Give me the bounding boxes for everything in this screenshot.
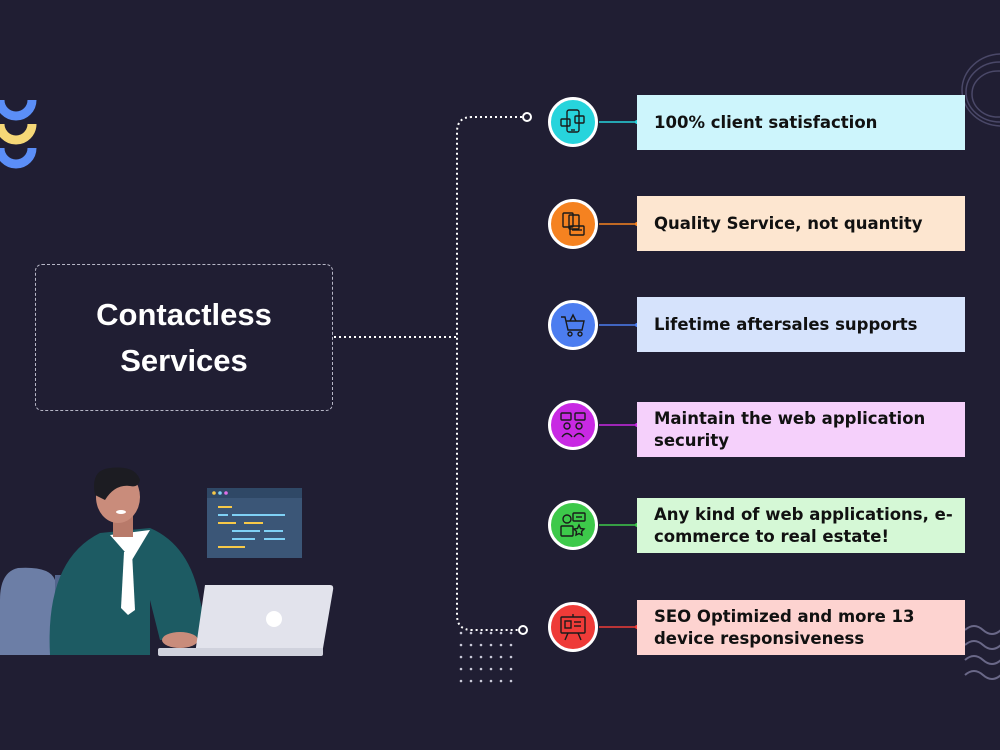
item-card: Maintain the web application security <box>637 402 965 457</box>
connector-end-dot <box>518 625 528 635</box>
item-label: Lifetime aftersales supports <box>654 314 918 334</box>
developer-illustration <box>0 467 334 656</box>
mobile-devices-icon <box>560 109 585 133</box>
swirl-decoration-icon <box>961 53 1000 127</box>
item-icon-circle <box>548 199 598 249</box>
presentation-board-icon <box>560 614 586 641</box>
item-label: 100% client satisfaction <box>654 112 878 132</box>
item-label: Any kind of web applications, e-commerce… <box>654 504 953 546</box>
item-connectors <box>599 120 639 629</box>
item-icon-circle <box>548 400 598 450</box>
central-topic-box: Contactless Services <box>35 264 333 411</box>
item-icon-circle <box>548 500 598 550</box>
shopping-cart-icon <box>561 313 585 337</box>
feedback-rating-icon <box>560 512 586 537</box>
item-icon-circle <box>548 300 598 350</box>
item-card: Any kind of web applications, e-commerce… <box>637 498 965 553</box>
item-label: SEO Optimized and more 13 device respons… <box>654 606 915 648</box>
dot-grid-decoration <box>459 631 513 683</box>
dotted-connector <box>334 116 522 631</box>
documents-card-icon <box>562 212 585 236</box>
item-card: Quality Service, not quantity <box>637 196 965 251</box>
support-team-icon <box>560 412 586 438</box>
item-icon-circle <box>548 97 598 147</box>
item-label: Maintain the web application security <box>654 408 926 450</box>
connector-end-dot <box>522 112 532 122</box>
item-card: SEO Optimized and more 13 device respons… <box>637 600 965 655</box>
central-topic-title: Contactless Services <box>96 296 272 378</box>
item-label: Quality Service, not quantity <box>654 213 923 233</box>
item-icon-circle <box>548 602 598 652</box>
item-card: 100% client satisfaction <box>637 95 965 150</box>
wave-decoration-icon <box>964 625 1000 680</box>
item-card: Lifetime aftersales supports <box>637 297 965 352</box>
arc-decoration-icon <box>0 99 37 169</box>
